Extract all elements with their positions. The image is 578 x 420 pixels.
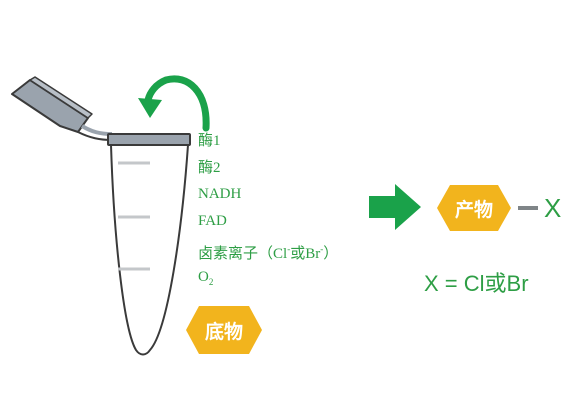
- reagent-enzyme1: 酶1: [198, 133, 221, 149]
- product-label: 产物: [454, 199, 493, 221]
- reagent-halide: 卤素离子（Cl-或Br-）: [198, 240, 338, 263]
- product-hexagon: [437, 185, 511, 231]
- reagent-nadh: NADH: [198, 186, 242, 202]
- tube-rim: [107, 133, 191, 146]
- halide-cl-charge: -: [287, 244, 291, 254]
- halide-br-charge: -: [320, 244, 324, 254]
- x-definition: X = Cl或Br: [424, 271, 529, 296]
- tube-body: [110, 144, 189, 356]
- substrate-hexagon: [186, 306, 262, 354]
- oxygen-subscript: 2: [208, 277, 214, 287]
- addition-curved-arrow: [138, 75, 210, 132]
- product-substituent-x: X: [544, 193, 562, 223]
- reaction-arrow: [369, 184, 421, 230]
- halide-br: Br: [305, 246, 321, 262]
- halide-or: 或: [290, 246, 306, 262]
- halide-cl: Cl: [273, 246, 288, 262]
- oxygen-base: O: [198, 269, 209, 285]
- tube-lid: [11, 76, 93, 133]
- reagent-enzyme2: 酶2: [198, 160, 221, 176]
- reagent-oxygen: O2: [198, 268, 213, 291]
- halide-suffix: ）: [323, 246, 339, 262]
- reagent-fad: FAD: [198, 213, 227, 229]
- halide-prefix: 卤素离子（: [198, 246, 274, 262]
- substrate-label: 底物: [204, 321, 243, 343]
